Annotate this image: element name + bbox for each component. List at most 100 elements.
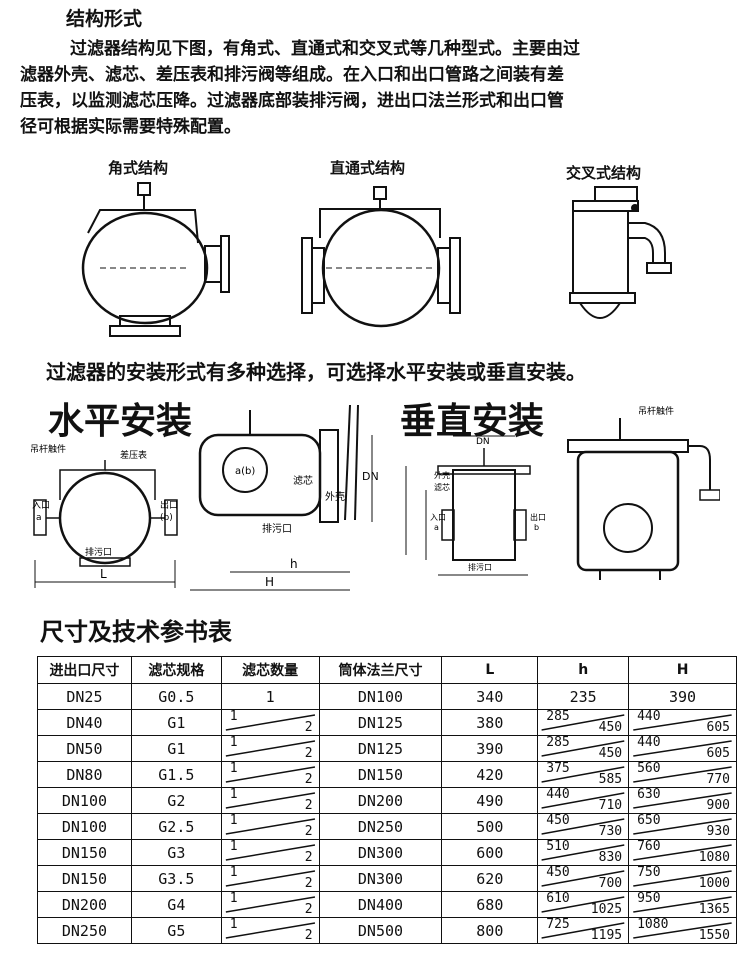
cell-L: 620	[441, 865, 539, 892]
cell-h-top: 450	[546, 865, 570, 880]
v-drain-label: 排污口	[468, 562, 492, 572]
cell-H-bottom: 1365	[698, 902, 730, 917]
cell-H: 390	[628, 683, 737, 710]
dim-H: H	[265, 575, 274, 589]
col-header-h: h	[537, 656, 630, 684]
cell-dn: DN200	[37, 891, 132, 918]
cell-h-bottom: 710	[598, 798, 623, 813]
cell-dn: DN250	[37, 917, 132, 944]
cell-H: 750 1000	[628, 865, 737, 892]
cell-H-bottom: 900	[706, 798, 730, 813]
inlet-label: 入口	[32, 500, 50, 511]
cell-qty-bottom: 2	[304, 876, 313, 891]
straight-structure-diagram	[301, 186, 461, 328]
col-header-flange: 筒体法兰尺寸	[318, 656, 443, 684]
cell-flange: DN300	[318, 865, 443, 892]
v-outlet-label: 出口	[530, 512, 546, 522]
cell-flange: DN500	[318, 917, 443, 944]
horizontal-install-title: 水平安装	[48, 401, 193, 442]
label-cross: 交叉式结构	[566, 164, 642, 182]
cell-flange: DN250	[318, 813, 443, 840]
cell-h-bottom: 700	[598, 876, 623, 891]
cell-qty-top: 1	[229, 761, 238, 776]
cell-H-bottom: 770	[706, 772, 730, 787]
vertical-install-title: 垂直安装	[400, 401, 545, 442]
cell-L: 800	[441, 917, 539, 944]
cell-qty-bottom: 2	[304, 824, 313, 839]
cell-L: 420	[441, 761, 539, 788]
section-title: 结构形式	[66, 8, 143, 30]
cell-qty-top: 1	[229, 709, 238, 724]
cell-H-top: 440	[637, 735, 661, 750]
cell-h-top: 285	[546, 735, 570, 750]
angle-structure-diagram	[81, 182, 230, 337]
vertical-small-diagram: DN 外壳 滤芯 入口 a 出口 b 排污口	[405, 435, 546, 576]
cell-dn: DN50	[37, 735, 132, 762]
cell-H-top: 560	[637, 761, 661, 776]
cell-L: 680	[441, 891, 539, 918]
col-header-L: L	[441, 656, 539, 684]
cell-h-bottom: 450	[598, 720, 623, 735]
col-header-H: H	[628, 656, 737, 684]
v-hanger-label: 吊杆触件	[638, 405, 674, 417]
col-header-dn: 进出口尺寸	[37, 656, 132, 684]
vertical-large-diagram: 吊杆触件	[567, 405, 720, 580]
cell-qty-bottom: 2	[304, 928, 313, 943]
cell-H-bottom: 1550	[698, 928, 730, 943]
v-shell-label: 外壳	[434, 470, 450, 480]
cell-spec: G4	[130, 891, 222, 918]
cell-qty-bottom: 2	[304, 798, 313, 813]
cell-H: 950 1365	[628, 891, 737, 918]
v-core-label: 滤芯	[434, 482, 450, 492]
shell-label: 外壳	[325, 490, 345, 503]
table-header-row: 进出口尺寸 滤芯规格 滤芯数量 筒体法兰尺寸 L h H	[37, 656, 737, 684]
inlet-sub: a	[36, 513, 42, 523]
cell-h-bottom: 585	[598, 772, 623, 787]
table-title: 尺寸及技术参书表	[40, 618, 232, 646]
col-header-spec: 滤芯规格	[130, 656, 222, 684]
cell-spec: G5	[130, 917, 222, 944]
cell-dn: DN40	[37, 709, 132, 736]
cell-H-top: 760	[637, 839, 661, 854]
cell-dn: DN80	[37, 761, 132, 788]
cell-h-bottom: 1025	[590, 902, 623, 917]
cell-H-top: 750	[637, 865, 661, 880]
cell-spec: G1	[130, 709, 222, 736]
cell-h-top: 440	[546, 787, 570, 802]
cell-H-top: 950	[637, 891, 661, 906]
v-inlet-sub: a	[434, 523, 439, 532]
cell-H-top: 650	[637, 813, 661, 828]
cell-flange: DN300	[318, 839, 443, 866]
cell-h-top: 375	[546, 761, 570, 776]
cell-h: 375 585	[537, 761, 630, 788]
cell-spec: G0.5	[130, 683, 222, 710]
cell-h: 285 450	[537, 709, 630, 736]
cell-L: 380	[441, 709, 539, 736]
cell-flange: DN200	[318, 787, 443, 814]
cell-h-top: 510	[546, 839, 570, 854]
cell-qty: 1	[220, 683, 320, 710]
cell-h-top: 285	[546, 709, 570, 724]
cell-H-bottom: 1000	[698, 876, 730, 891]
cell-h: 235	[537, 683, 630, 710]
cell-H-top: 440	[637, 709, 661, 724]
intro-line-4: 径可根据实际需要特殊配置。	[20, 117, 241, 137]
cross-structure-diagram	[569, 186, 672, 319]
drain-label: 排污口	[85, 546, 112, 558]
cell-qty-top: 1	[229, 917, 238, 932]
cell-qty-top: 1	[229, 787, 238, 802]
